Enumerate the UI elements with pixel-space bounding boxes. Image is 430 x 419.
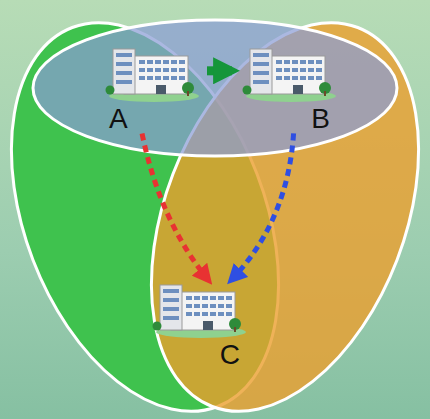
building-label: C: [146, 340, 250, 369]
building-icon: [241, 44, 336, 102]
building-node: A: [95, 44, 207, 133]
flow-arrow: [207, 66, 232, 75]
dotted-arrow: [231, 133, 293, 280]
blue-region: [33, 20, 397, 156]
building-label: B: [232, 104, 344, 133]
building-label: A: [95, 104, 207, 133]
dotted-arrow: [142, 133, 208, 280]
building-node: C: [146, 280, 250, 369]
building-icon: [151, 280, 246, 338]
building-icon: [104, 44, 199, 102]
building-node: B: [232, 44, 344, 133]
